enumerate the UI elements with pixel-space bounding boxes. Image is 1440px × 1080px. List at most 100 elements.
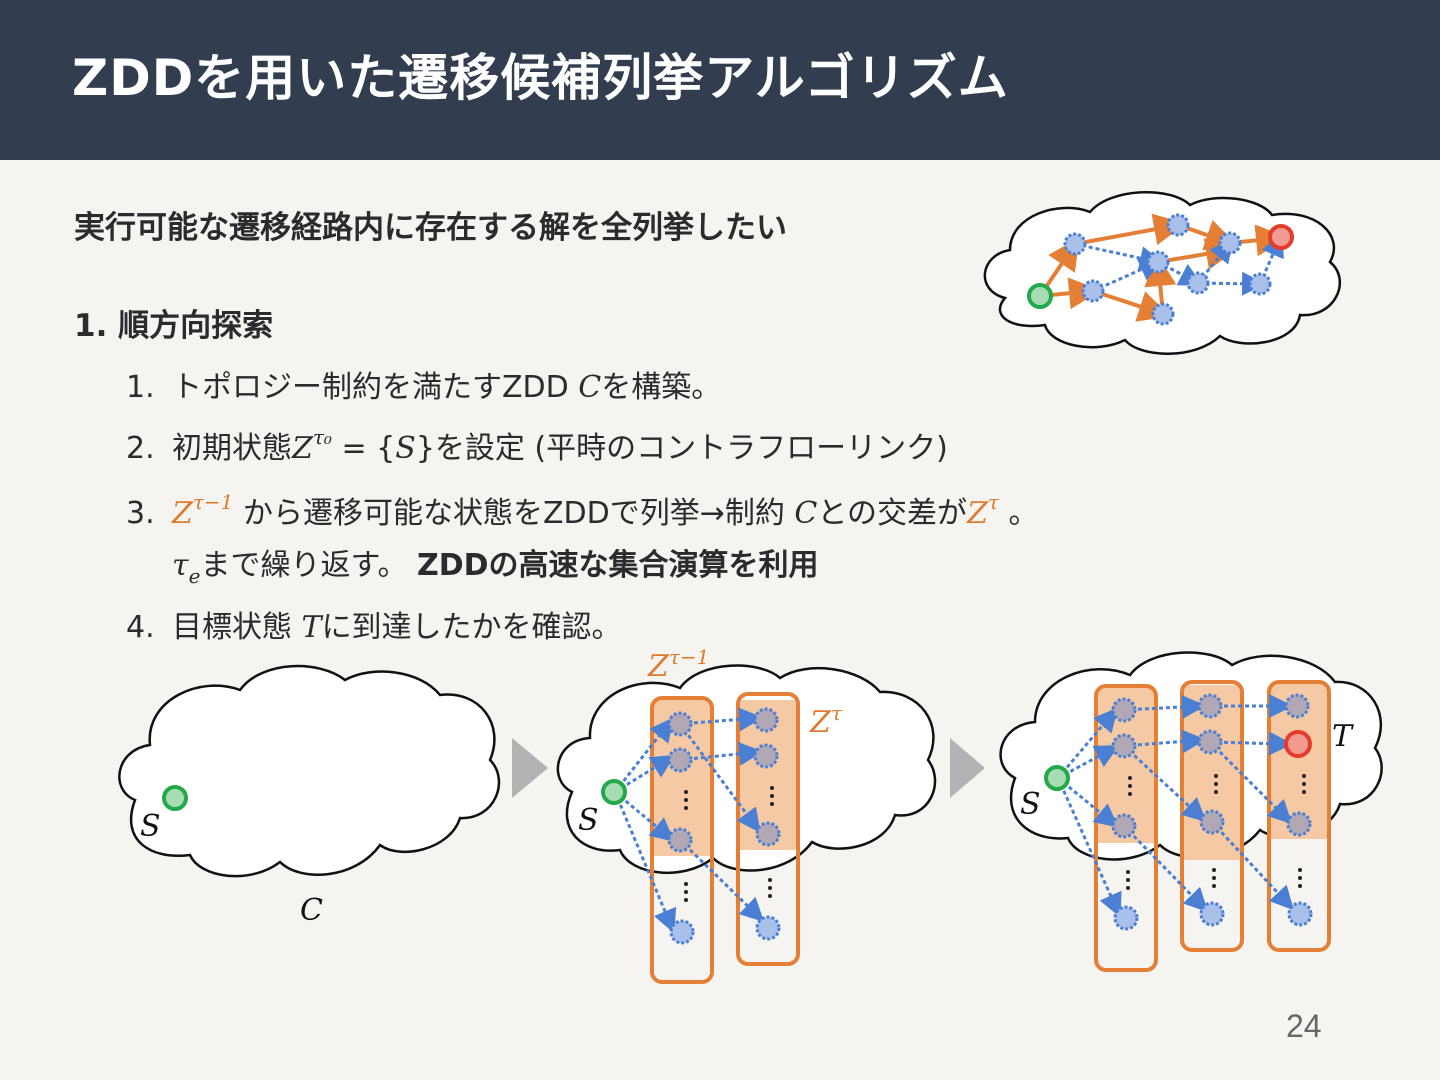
step-text: との交差が bbox=[817, 496, 968, 531]
edge bbox=[1074, 213, 1186, 246]
step-3-continued: τeまで繰り返す。 ZDDの高速な集合演算を利用 bbox=[172, 540, 819, 588]
node bbox=[1197, 693, 1223, 719]
var-z-prev: Z bbox=[172, 496, 193, 531]
edge bbox=[1056, 777, 1122, 918]
label-z-cur-base: Z bbox=[809, 705, 832, 740]
arrow-text: → bbox=[699, 496, 725, 531]
node bbox=[1218, 231, 1242, 255]
label-z-prev: Zτ−1 bbox=[647, 645, 709, 684]
label-z-prev-sup: τ−1 bbox=[669, 645, 710, 669]
step-text: }を設定 (平時のコントラフローリンク) bbox=[415, 431, 948, 466]
node bbox=[1081, 279, 1105, 303]
start-node bbox=[1027, 283, 1053, 309]
node bbox=[1111, 733, 1137, 759]
node bbox=[1248, 272, 1272, 296]
edge bbox=[1123, 729, 1206, 754]
edge bbox=[1123, 694, 1206, 719]
node bbox=[667, 711, 693, 737]
edge bbox=[613, 791, 677, 934]
edge bbox=[1208, 740, 1293, 825]
node bbox=[1166, 213, 1190, 237]
node bbox=[669, 919, 695, 945]
label-z-prev-base: Z bbox=[647, 649, 670, 684]
step-text: 初期状態 bbox=[172, 431, 292, 466]
node bbox=[755, 821, 781, 847]
var-s: S bbox=[395, 431, 416, 466]
slide-title: ZDDを用いた遷移候補列挙アルゴリズム bbox=[72, 49, 1009, 107]
edge bbox=[1209, 731, 1293, 756]
node bbox=[1197, 729, 1223, 755]
emphasis-text: ZDDの高速な集合演算を利用 bbox=[417, 548, 819, 583]
page-number: 24 bbox=[1286, 1008, 1322, 1044]
node bbox=[1113, 905, 1139, 931]
flow-arrow-icon bbox=[950, 738, 985, 798]
step-text: 制約 bbox=[724, 496, 795, 531]
ellipsis-icon bbox=[684, 786, 774, 902]
var-z-cur: Z bbox=[967, 496, 988, 531]
state-box bbox=[1094, 684, 1158, 972]
step-4: 4. 目標状態 Tに到達したかを確認。 bbox=[126, 602, 622, 646]
lead-text: 実行可能な遷移経路内に存在する解を全列挙したい bbox=[74, 210, 787, 246]
step-2: 2.初期状態Zτ₀ = {S}を設定 (平時のコントラフローリンク) bbox=[126, 423, 948, 467]
target-node bbox=[1268, 224, 1294, 250]
label-c: C bbox=[300, 893, 323, 928]
sub-e: e bbox=[188, 564, 201, 588]
flow-arrow-icon bbox=[512, 738, 548, 798]
edge bbox=[1092, 258, 1164, 293]
edge bbox=[679, 707, 763, 732]
node bbox=[667, 747, 693, 773]
title-bar: ZDDを用いた遷移候補列挙アルゴリズム bbox=[0, 0, 1440, 160]
panel-final: S T bbox=[999, 651, 1383, 972]
label-s: S bbox=[578, 803, 599, 838]
node bbox=[1063, 232, 1087, 256]
var-t: T bbox=[301, 610, 322, 645]
node bbox=[753, 743, 779, 769]
step-number: 4. bbox=[126, 610, 155, 645]
label-s: S bbox=[140, 809, 161, 844]
edge bbox=[1057, 776, 1119, 828]
edge bbox=[613, 717, 674, 793]
edge bbox=[678, 723, 761, 833]
cloud-shape bbox=[983, 190, 1341, 355]
node bbox=[755, 915, 781, 941]
target-node bbox=[1284, 730, 1312, 758]
edge bbox=[1122, 824, 1209, 913]
panel-initial: S C bbox=[118, 664, 501, 928]
label-t: T bbox=[1332, 719, 1354, 754]
step-text: 目標状態 bbox=[172, 610, 302, 645]
edge bbox=[614, 790, 675, 842]
label-s: S bbox=[1020, 787, 1041, 822]
node bbox=[1286, 811, 1312, 837]
edge bbox=[1092, 289, 1171, 322]
step-text: 。 bbox=[999, 496, 1039, 531]
step-number: 1. bbox=[126, 370, 155, 405]
label-z-cur: Zτ bbox=[809, 701, 843, 740]
node bbox=[1284, 693, 1310, 719]
sup-tau-minus-1: τ−1 bbox=[192, 490, 234, 514]
start-node bbox=[162, 785, 188, 811]
var-c: C bbox=[578, 370, 602, 405]
network-cloud-example bbox=[983, 190, 1341, 355]
section-title: 順方向探索 bbox=[118, 308, 274, 344]
node bbox=[1111, 813, 1137, 839]
sup-tau: τ bbox=[987, 490, 999, 514]
var-c: C bbox=[794, 496, 818, 531]
step-text: トポロジー制約を満たすZDD bbox=[172, 370, 579, 405]
step-number: 2. bbox=[126, 431, 155, 466]
node bbox=[1287, 901, 1313, 927]
label-z-cur-sup: τ bbox=[831, 701, 843, 725]
step-1: 1.トポロジー制約を満たすZDD Cを構築。 bbox=[126, 362, 721, 406]
step-text: に到達したかを確認。 bbox=[321, 610, 622, 645]
start-node bbox=[1044, 765, 1070, 791]
node bbox=[667, 827, 693, 853]
var-z: Z bbox=[292, 431, 313, 466]
step-text: から遷移可能な状態をZDDで列挙 bbox=[233, 496, 700, 531]
edge bbox=[1210, 820, 1295, 911]
node bbox=[1199, 901, 1225, 927]
cloud-shape bbox=[118, 664, 501, 878]
node bbox=[1199, 809, 1225, 835]
edge bbox=[1056, 707, 1118, 779]
node bbox=[1151, 302, 1175, 326]
node bbox=[1111, 697, 1137, 723]
